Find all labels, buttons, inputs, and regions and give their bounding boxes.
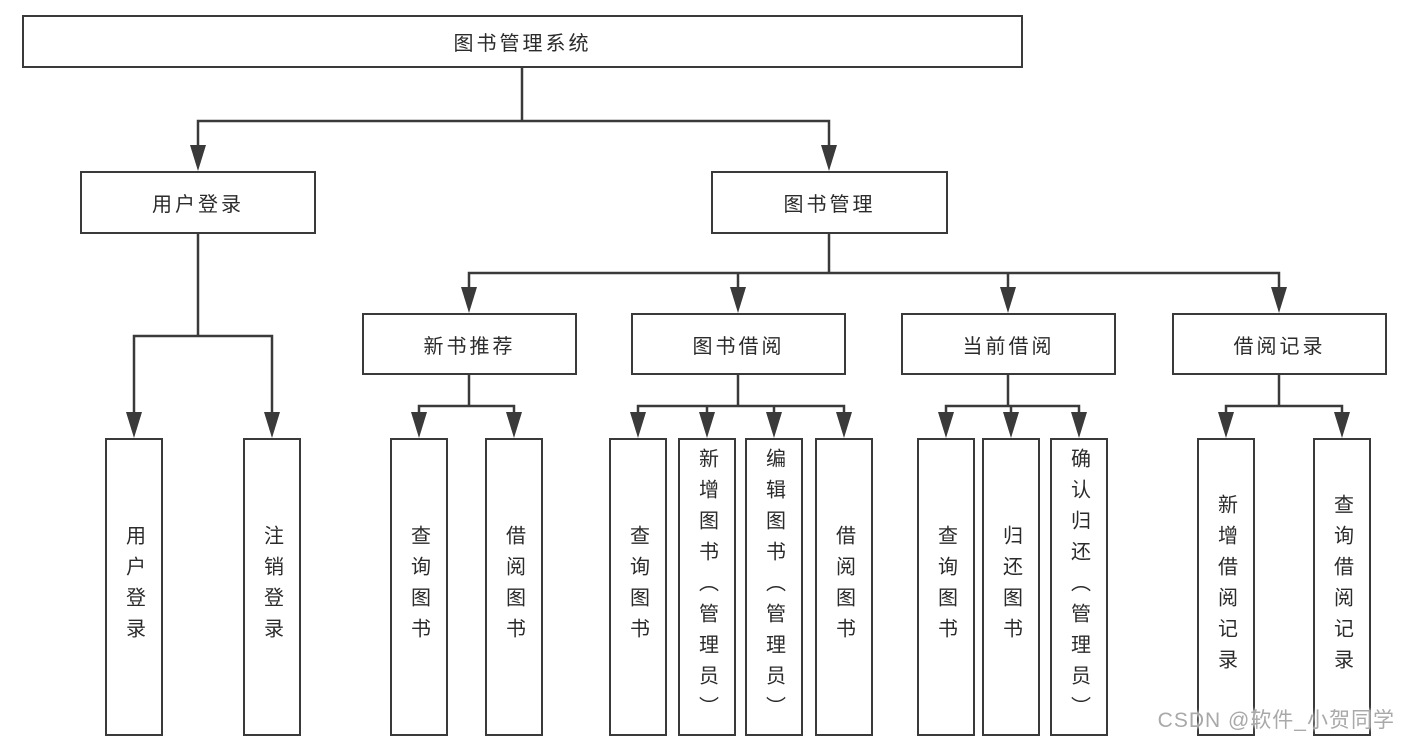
connector-current-borrowing: [944, 373, 1081, 420]
arrow-icon: [938, 412, 954, 438]
node-new-book-recommend: 新书推荐: [362, 313, 577, 375]
leaf-borrow-books: 借阅图书: [815, 438, 873, 736]
leaf-label: 新增借阅记录: [1214, 494, 1237, 680]
connector-book-management: [467, 232, 1281, 294]
arrow-icon: [506, 412, 522, 438]
arrow-icon: [766, 412, 782, 438]
arrow-icon: [1071, 412, 1087, 438]
arrow-icon: [730, 287, 746, 313]
node-label: 图书管理系统: [453, 33, 592, 55]
leaf-label: 编辑图书（管理员）: [762, 447, 785, 727]
leaf-query-books-current: 查询图书: [917, 438, 975, 736]
leaf-query-books-borrow: 查询图书: [609, 438, 667, 736]
arrow-icon: [836, 412, 852, 438]
watermark: CSDN @软件_小贺同学: [1157, 709, 1395, 732]
connector-root: [196, 66, 831, 155]
leaf-user-login: 用户登录: [105, 438, 163, 736]
leaf-logout: 注销登录: [243, 438, 301, 736]
connector-user-login: [132, 232, 274, 420]
arrow-icon: [1000, 287, 1016, 313]
leaf-label: 查询借阅记录: [1330, 494, 1353, 680]
leaf-label: 查询图书: [934, 525, 957, 649]
node-book-borrowing: 图书借阅: [631, 313, 846, 375]
node-current-borrowing: 当前借阅: [901, 313, 1116, 375]
leaf-label: 查询图书: [407, 525, 430, 649]
leaf-label: 新增图书（管理员）: [695, 447, 718, 727]
leaf-label: 注销登录: [260, 525, 283, 649]
leaf-label: 查询图书: [626, 525, 649, 649]
arrow-icon: [1334, 412, 1350, 438]
leaf-label: 用户登录: [122, 525, 145, 649]
arrow-icon: [264, 412, 280, 438]
leaf-label: 借阅图书: [502, 525, 525, 649]
node-label: 新书推荐: [423, 335, 516, 358]
node-label: 借阅记录: [1233, 335, 1326, 358]
leaf-label: 归还图书: [999, 525, 1022, 649]
leaf-add-books-admin: 新增图书（管理员）: [678, 438, 736, 736]
arrow-icon: [1271, 287, 1287, 313]
node-label: 图书借阅: [692, 335, 785, 358]
arrow-icon: [821, 145, 837, 171]
arrow-icon: [630, 412, 646, 438]
arrow-icon: [461, 287, 477, 313]
connector-book-borrowing: [636, 373, 846, 420]
leaf-confirm-return-admin: 确认归还（管理员）: [1050, 438, 1108, 736]
arrow-icon: [411, 412, 427, 438]
leaf-return-books: 归还图书: [982, 438, 1040, 736]
leaf-query-borrow-record: 查询借阅记录: [1313, 438, 1371, 736]
arrow-icon: [699, 412, 715, 438]
node-label: 当前借阅: [962, 335, 1055, 358]
arrow-icon: [190, 145, 206, 171]
node-user-login: 用户登录: [80, 171, 316, 234]
node-book-management: 图书管理: [711, 171, 948, 234]
node-borrowing-records: 借阅记录: [1172, 313, 1387, 375]
node-label: 用户登录: [152, 194, 244, 216]
leaf-add-borrow-record: 新增借阅记录: [1197, 438, 1255, 736]
node-library-management-system: 图书管理系统: [22, 15, 1023, 68]
connector-borrowing-records: [1224, 373, 1344, 420]
arrow-icon: [126, 412, 142, 438]
node-label: 图书管理: [783, 194, 876, 216]
leaf-edit-books-admin: 编辑图书（管理员）: [745, 438, 803, 736]
connector-new-book-recommend: [417, 373, 516, 420]
arrow-icon: [1003, 412, 1019, 438]
leaf-borrow-books-recommend: 借阅图书: [485, 438, 543, 736]
leaf-label: 确认归还（管理员）: [1067, 447, 1090, 727]
leaf-label: 借阅图书: [832, 525, 855, 649]
arrow-icon: [1218, 412, 1234, 438]
leaf-query-books-recommend: 查询图书: [390, 438, 448, 736]
